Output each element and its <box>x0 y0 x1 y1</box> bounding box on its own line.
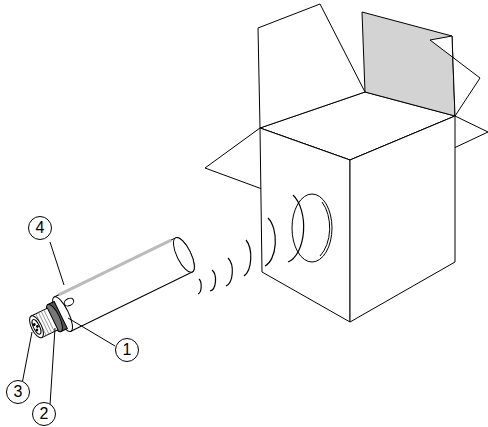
callout-number: 4 <box>28 216 52 240</box>
callout-number: 3 <box>6 380 30 404</box>
box-illustration <box>205 4 488 322</box>
sensor-illustration <box>24 235 199 346</box>
callout-number: 1 <box>115 338 139 362</box>
sound-waves <box>198 195 304 294</box>
leader-lines <box>22 242 115 405</box>
callout-number: 2 <box>32 402 56 426</box>
